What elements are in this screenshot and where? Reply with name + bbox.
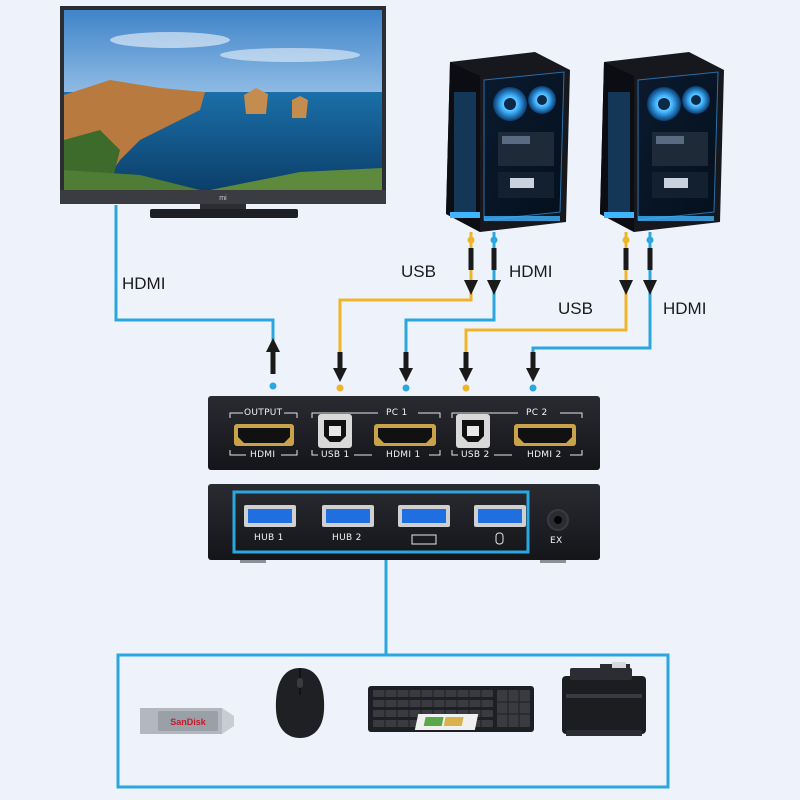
- peripherals-frame: [116, 653, 670, 789]
- pc2-hdmi-plug: [643, 236, 657, 295]
- usb-a-port-mouse: [474, 505, 526, 527]
- ex-label: EX: [550, 536, 563, 546]
- usb-a-port-hub1: [244, 505, 296, 527]
- switch-back-panel: [208, 396, 600, 470]
- pc2-hdmi-label: HDMI: [663, 299, 707, 318]
- pc2-hdmi-cable: [531, 232, 652, 360]
- hdmi1-plug: [399, 352, 413, 392]
- monitor-logo: mi: [219, 195, 227, 202]
- pc1-usb-plug: [464, 236, 478, 295]
- output-hdmi-arrow: [266, 338, 280, 390]
- monitor-icon: mi: [60, 6, 386, 218]
- output-label: OUTPUT: [244, 408, 283, 418]
- usb1-label: USB 1: [321, 450, 350, 460]
- pc1-hdmi-cable: [404, 232, 496, 360]
- pc1-usb-label: USB: [401, 262, 436, 281]
- mouse-icon: [275, 668, 325, 738]
- usb2-label: USB 2: [461, 450, 490, 460]
- pc2-usb-plug: [619, 236, 633, 295]
- hdmi2-plug: [526, 352, 540, 392]
- output-hdmi-label: HDMI: [250, 450, 276, 460]
- pc1-hdmi-label: HDMI: [509, 262, 553, 281]
- usb-drive-brand: SanDisk: [170, 717, 207, 727]
- hdmi-monitor-label: HDMI: [122, 274, 166, 293]
- hdmi-output-port: [234, 424, 294, 446]
- pc-tower-icon: [600, 52, 724, 232]
- keyboard-glyph-icon: [411, 534, 437, 545]
- hdmi-port-2: [514, 424, 576, 446]
- hdmi-port-1: [374, 424, 436, 446]
- usb-a-port-hub2: [322, 505, 374, 527]
- mouse-glyph-icon: [495, 532, 504, 545]
- usb-b-port-2: [456, 414, 490, 448]
- pc2-usb-label: USB: [558, 299, 593, 318]
- switch-front-panel: [208, 484, 600, 563]
- pc1-hdmi-plug: [487, 236, 501, 295]
- printer-icon: [414, 662, 646, 736]
- pc1-group-label: PC 1: [386, 408, 408, 418]
- hdmi1-label: HDMI 1: [386, 450, 421, 460]
- usb-b-port-1: [318, 414, 352, 448]
- pc-tower-icon: [446, 52, 570, 232]
- usb-a-port-keyboard: [398, 505, 450, 527]
- usb-flash-drive-icon: SanDisk: [140, 708, 234, 734]
- usb1-plug: [333, 352, 347, 392]
- hdmi2-label: HDMI 2: [527, 450, 562, 460]
- cable-arrows: [266, 236, 657, 392]
- hub1-label: HUB 1: [254, 533, 284, 543]
- ex-audio-jack: [547, 509, 569, 531]
- pc2-group-label: PC 2: [526, 408, 548, 418]
- hub2-label: HUB 2: [332, 533, 362, 543]
- pc2-usb-cable: [464, 232, 628, 360]
- usb2-plug: [459, 352, 473, 392]
